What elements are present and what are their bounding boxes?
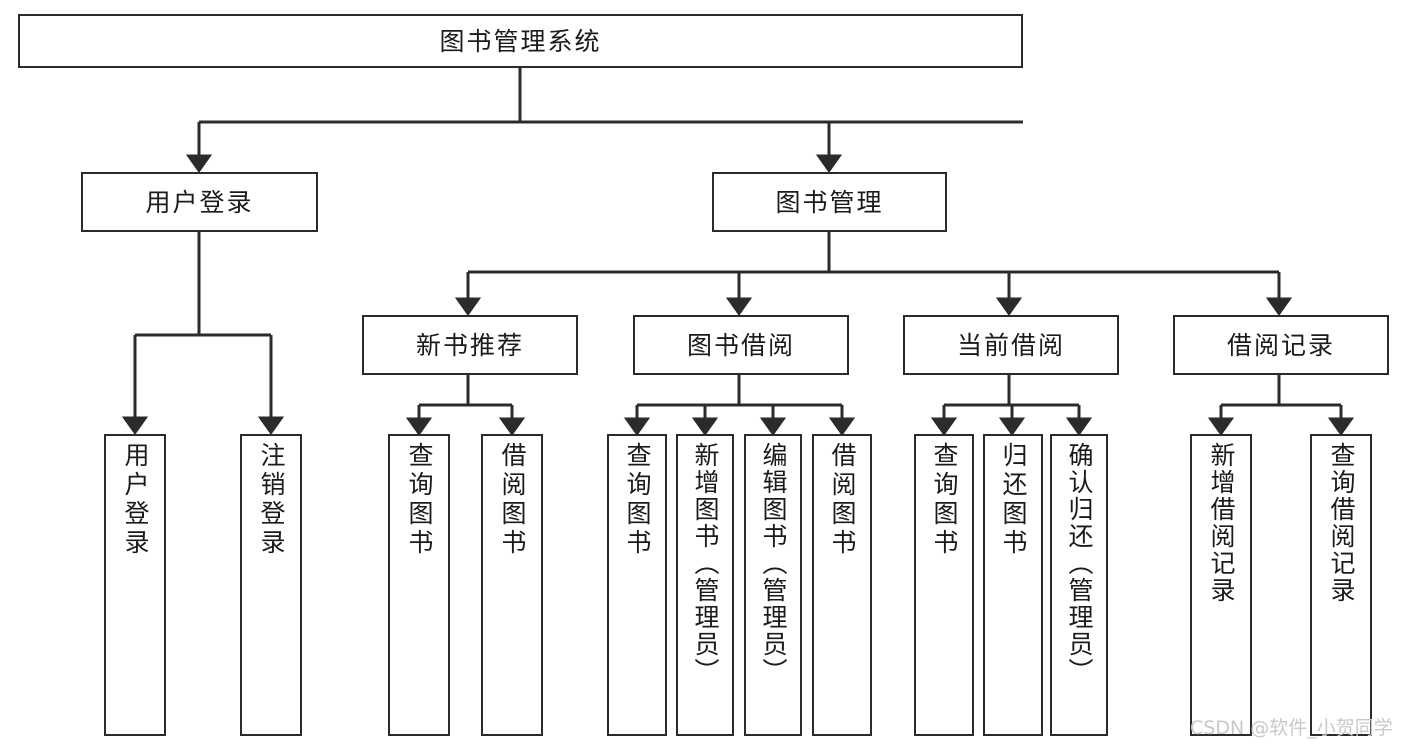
node-label: 查询借阅记录: [1327, 442, 1356, 604]
node-label: 图书借阅: [686, 330, 795, 360]
node-book-manage[interactable]: 图书管理: [712, 172, 947, 232]
node-label: 归还图书: [999, 442, 1028, 558]
node-label: 查询图书: [405, 442, 434, 558]
node-label: 新增借阅记录: [1207, 442, 1236, 604]
leaf-add-borrow-record[interactable]: 新增借阅记录: [1190, 434, 1252, 736]
node-new-book-recommend[interactable]: 新书推荐: [362, 315, 578, 375]
leaf-query-borrow-record[interactable]: 查询借阅记录: [1310, 434, 1372, 736]
node-label: 用户登录: [145, 187, 254, 217]
leaf-borrow-book[interactable]: 借阅图书: [812, 434, 872, 736]
node-current-borrow[interactable]: 当前借阅: [903, 315, 1119, 375]
node-label: 新书推荐: [415, 330, 524, 360]
watermark-text: CSDN @软件_小贺同学: [1190, 717, 1393, 739]
node-label: 新增图书（管理员）: [691, 442, 720, 685]
node-label: 注销登录: [257, 442, 286, 558]
leaf-edit-book-admin[interactable]: 编辑图书（管理员）: [744, 434, 802, 736]
node-label: 当前借阅: [956, 330, 1065, 360]
leaf-logout-login[interactable]: 注销登录: [240, 434, 302, 736]
leaf-add-book-admin[interactable]: 新增图书（管理员）: [676, 434, 734, 736]
node-label: 查询图书: [930, 442, 959, 558]
leaf-borrow-book-recommend[interactable]: 借阅图书: [481, 434, 543, 736]
node-root-system[interactable]: 图书管理系统: [18, 14, 1023, 68]
leaf-confirm-return-admin[interactable]: 确认归还（管理员）: [1050, 434, 1108, 736]
node-label: 借阅图书: [498, 442, 527, 558]
node-label: 图书管理: [775, 187, 884, 217]
leaf-query-book-borrow[interactable]: 查询图书: [607, 434, 667, 736]
node-label: 查询图书: [623, 442, 652, 558]
node-label: 借阅图书: [828, 442, 857, 558]
node-user-login[interactable]: 用户登录: [81, 172, 318, 232]
leaf-query-book-current[interactable]: 查询图书: [914, 434, 974, 736]
node-label: 用户登录: [121, 442, 150, 558]
leaf-user-login[interactable]: 用户登录: [104, 434, 166, 736]
leaf-query-book-recommend[interactable]: 查询图书: [388, 434, 450, 736]
leaf-return-book[interactable]: 归还图书: [983, 434, 1043, 736]
node-book-borrow[interactable]: 图书借阅: [633, 315, 849, 375]
node-label: 借阅记录: [1226, 330, 1335, 360]
node-borrow-record[interactable]: 借阅记录: [1173, 315, 1389, 375]
node-label: 图书管理系统: [439, 26, 602, 56]
node-label: 编辑图书（管理员）: [759, 442, 788, 685]
node-label: 确认归还（管理员）: [1065, 442, 1094, 685]
